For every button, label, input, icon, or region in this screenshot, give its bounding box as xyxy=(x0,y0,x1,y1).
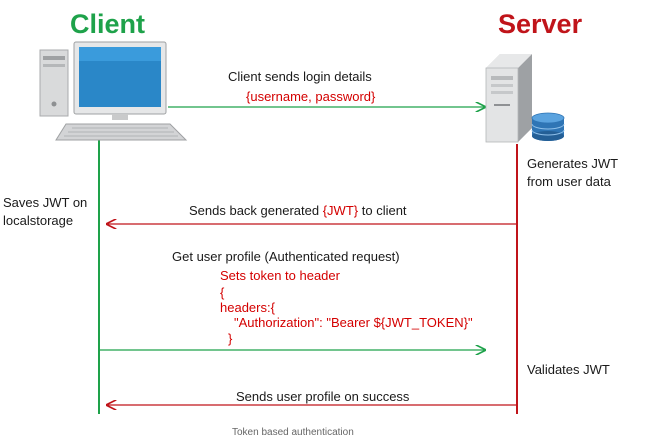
header-code-line: Sets token to header xyxy=(220,268,340,283)
server-title: Server xyxy=(498,9,583,39)
client-save-note-line: localstorage xyxy=(3,213,74,228)
server-generate-note: Generates JWT from user data xyxy=(527,155,618,191)
profile-response-label: Sends user profile on success xyxy=(236,389,410,404)
login-message-label: Client sends login details xyxy=(228,69,372,84)
server-generate-note-line: from user data xyxy=(527,174,611,189)
jwt-response-prefix: Sends back generated xyxy=(189,203,323,218)
server-generate-note-line: Generates JWT xyxy=(527,156,619,171)
login-message-payload: {username, password} xyxy=(246,89,376,104)
header-code-line: headers:{ xyxy=(220,300,275,315)
jwt-response-highlight: {JWT} xyxy=(322,203,359,218)
client-save-note-line: Saves JWT on xyxy=(3,195,88,210)
server-database-icon xyxy=(485,54,565,143)
jwt-response-suffix: to client xyxy=(358,203,407,218)
jwt-response-label: Sends back generated {JWT} to client xyxy=(189,203,407,218)
diagram-caption: Token based authentication xyxy=(232,427,354,438)
header-code-line: } xyxy=(228,331,233,346)
desktop-computer-icon xyxy=(39,41,188,141)
header-code-line: "Authorization": "Bearer ${JWT_TOKEN}" xyxy=(234,315,473,330)
client-save-note: Saves JWT on localstorage xyxy=(3,194,87,230)
client-title: Client xyxy=(70,9,146,39)
profile-request-label: Get user profile (Authenticated request) xyxy=(172,249,400,264)
server-validate-note: Validates JWT xyxy=(527,362,610,377)
header-code-line: { xyxy=(220,285,225,300)
